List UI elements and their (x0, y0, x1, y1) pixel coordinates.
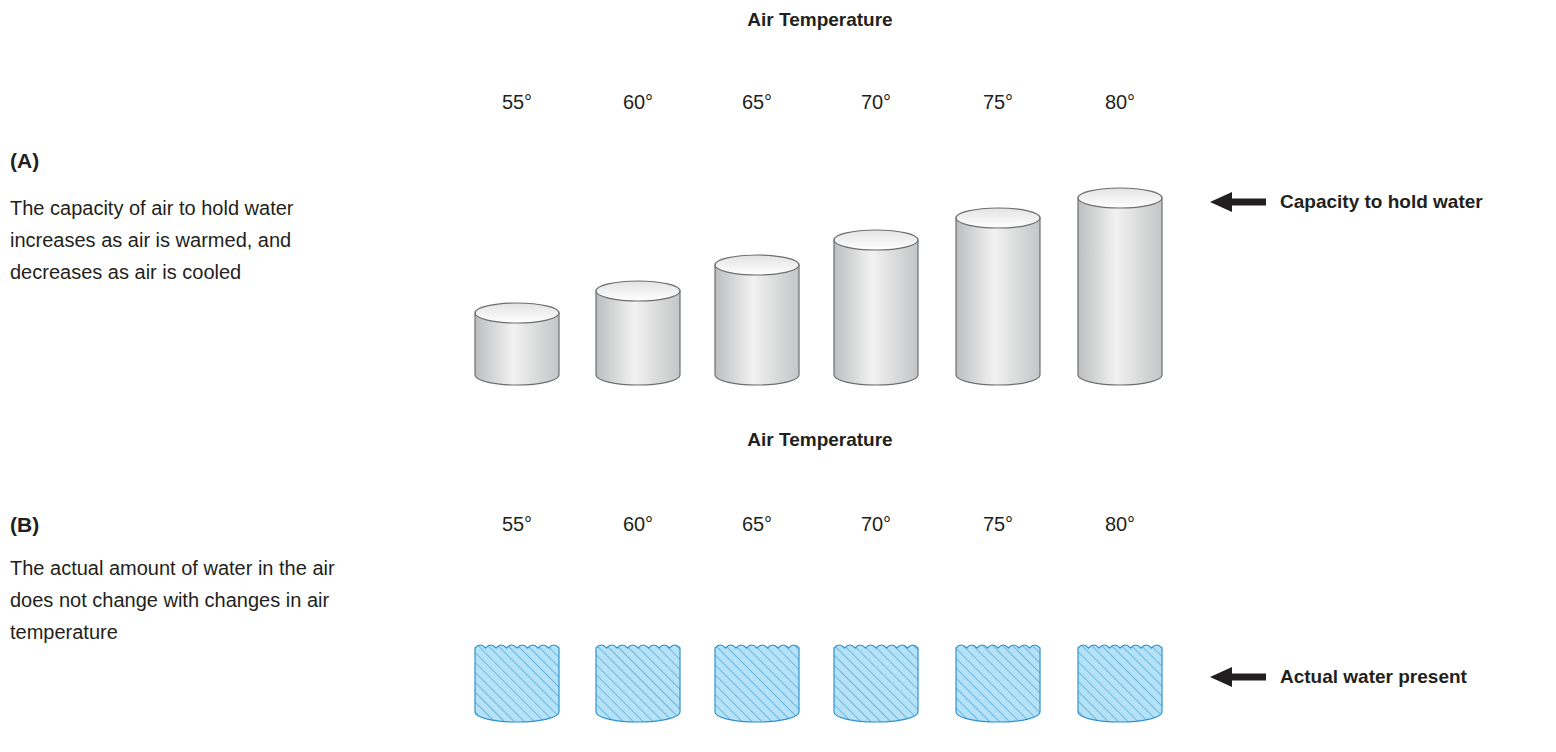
capacity-cylinder (956, 208, 1040, 385)
callout-label: Actual water present (1280, 665, 1550, 689)
water-cylinder (1078, 645, 1162, 722)
temperature-label: 70° (831, 90, 921, 115)
temperature-label: 60° (593, 512, 683, 537)
temperature-label: 65° (712, 90, 802, 115)
temperature-label: 80° (1075, 512, 1165, 537)
water-cylinder (715, 645, 799, 722)
water-cylinder (475, 645, 559, 722)
water-cylinder (956, 645, 1040, 722)
temperature-label: 75° (953, 512, 1043, 537)
temperature-label: 75° (953, 90, 1043, 115)
temperature-label: 80° (1075, 90, 1165, 115)
axis-heading: Air Temperature (700, 8, 940, 32)
capacity-cylinder (715, 255, 799, 385)
axis-heading: Air Temperature (700, 428, 940, 452)
panel-caption: The capacity of air to hold water increa… (10, 192, 355, 288)
capacity-cylinder (1078, 188, 1162, 385)
temperature-label: 70° (831, 512, 921, 537)
temperature-label: 65° (712, 512, 802, 537)
water-cylinder (834, 645, 918, 722)
water-cylinder (596, 645, 680, 722)
temperature-label: 55° (472, 90, 562, 115)
pointer-arrow (1210, 667, 1266, 687)
water-cylinders (475, 645, 1162, 722)
capacity-cylinder (475, 303, 559, 385)
pointer-arrow (1210, 192, 1266, 212)
temperature-label: 60° (593, 90, 683, 115)
temperature-label: 55° (472, 512, 562, 537)
panel-letter: (B) (10, 512, 90, 538)
callout-label: Capacity to hold water (1280, 190, 1550, 214)
capacity-cylinder (834, 230, 918, 385)
panel-caption: The actual amount of water in the air do… (10, 552, 355, 648)
panel-letter: (A) (10, 148, 90, 174)
capacity-cylinders (475, 188, 1162, 385)
capacity-cylinder (596, 281, 680, 385)
